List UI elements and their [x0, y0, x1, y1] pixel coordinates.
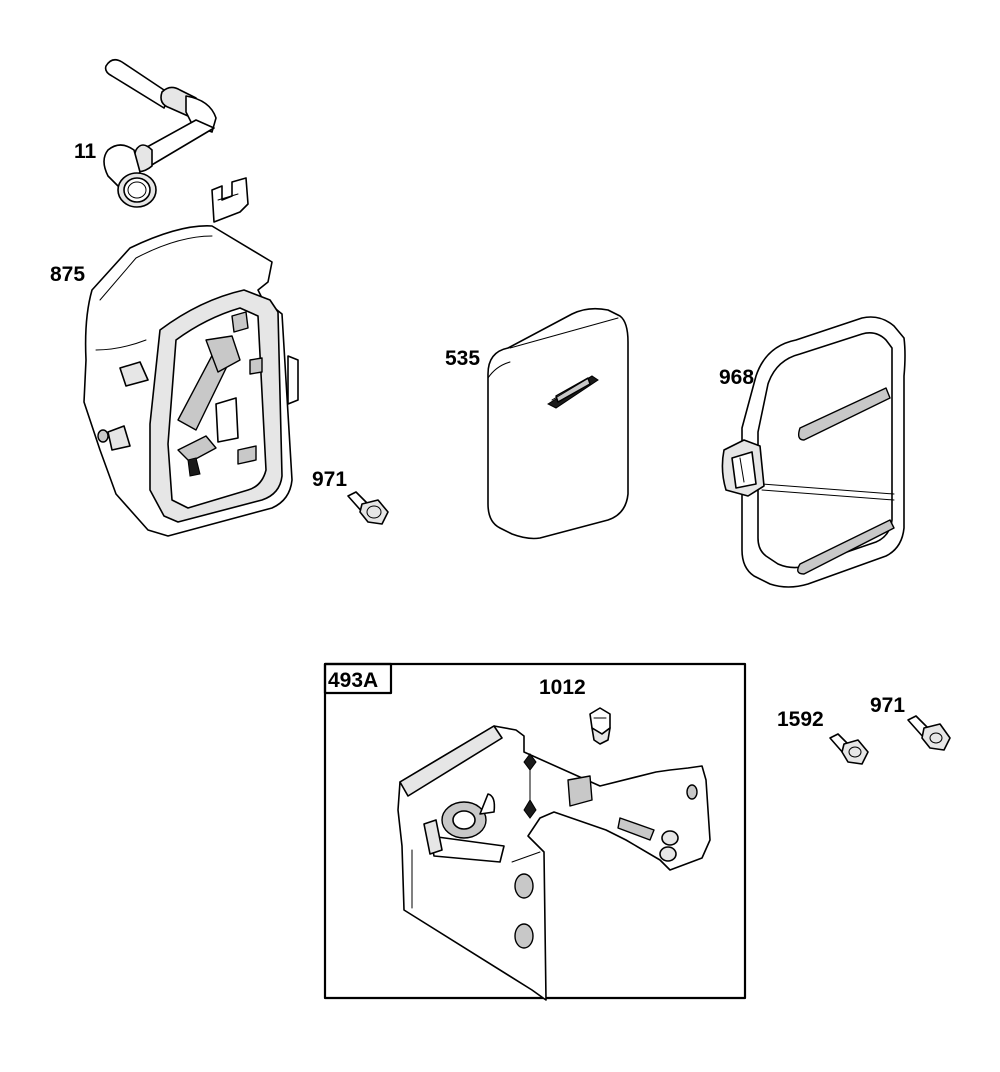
- callout-971-upper: 971: [312, 468, 347, 491]
- air-cleaner-cover-part: [721, 316, 906, 588]
- callout-1012: 1012: [539, 676, 586, 699]
- callout-535: 535: [445, 347, 480, 370]
- air-cleaner-base-part: [83, 177, 299, 537]
- fitting-1012-part: [589, 707, 611, 745]
- bracket-493a-part: [397, 725, 711, 1001]
- callout-493a: 493A: [328, 669, 378, 692]
- bracket-assembly-box: [323, 662, 747, 1000]
- callout-971-lower: 971: [870, 694, 905, 717]
- callout-875: 875: [50, 263, 85, 286]
- screw-971-upper-part: [347, 491, 389, 525]
- callout-968: 968: [719, 366, 754, 389]
- air-filter-part: [487, 307, 629, 540]
- breather-tube-part: [103, 58, 217, 208]
- callout-1592: 1592: [777, 708, 824, 731]
- screw-971-lower-part: [907, 715, 951, 751]
- callout-11: 11: [74, 140, 97, 163]
- screw-1592-part: [829, 733, 869, 765]
